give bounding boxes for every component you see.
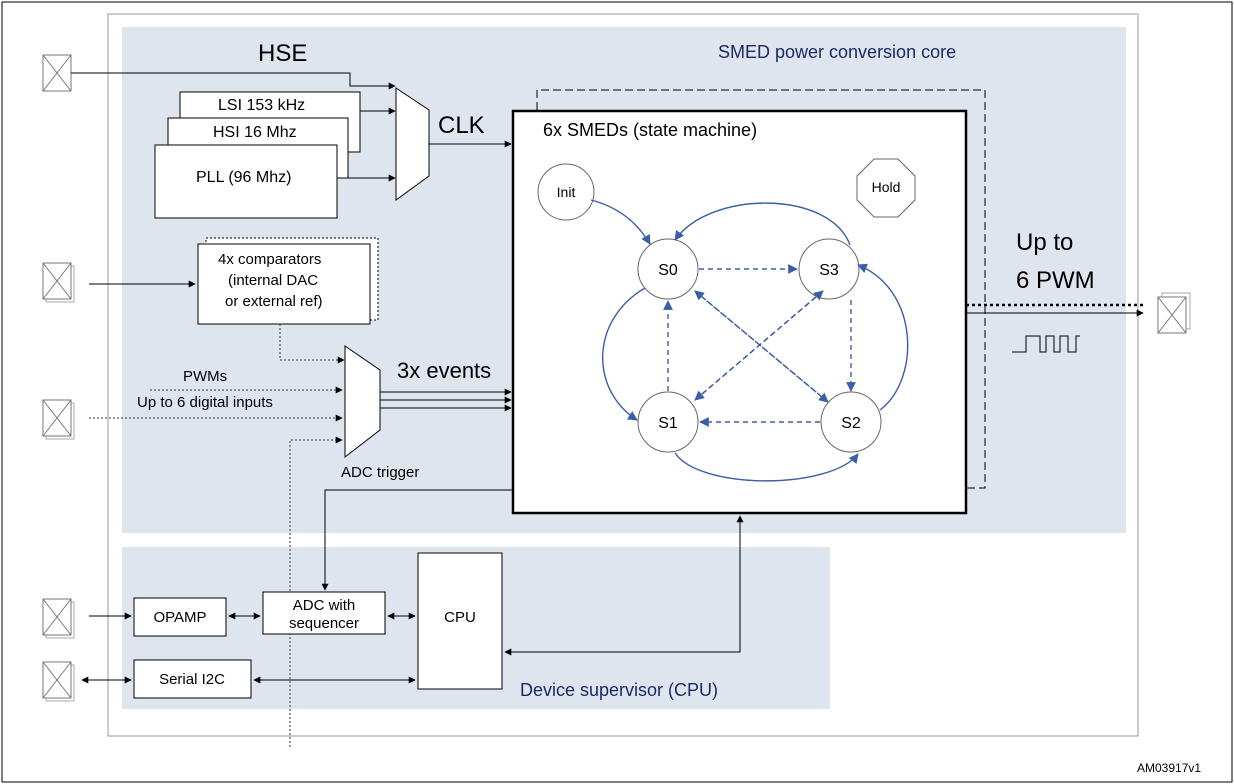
comparators-line-1: 4x comparators <box>218 251 321 268</box>
state-s1 <box>637 391 699 453</box>
pin-pwm-output <box>1157 292 1191 334</box>
pin-opamp <box>42 598 75 639</box>
comparators-box <box>197 243 371 325</box>
comparators-line-2: (internal DAC <box>228 272 318 289</box>
svg-text:S3: S3 <box>819 262 839 279</box>
svg-text:OPAMP: OPAMP <box>153 609 206 626</box>
pin-digital-inputs <box>42 399 75 440</box>
hse-label: HSE <box>258 40 307 67</box>
output-line-1: Up to <box>1016 229 1073 256</box>
event-mux <box>344 345 381 459</box>
pin-i2c <box>42 661 75 702</box>
pin-comparators <box>42 262 75 303</box>
core-region-title: SMED power conversion core <box>718 42 956 62</box>
supervisor-region-title: Device supervisor (CPU) <box>520 680 718 700</box>
state-s2 <box>820 391 882 453</box>
pwms-label: PWMs <box>183 368 227 385</box>
svg-text:PLL (96 Mhz): PLL (96 Mhz) <box>196 169 291 186</box>
pwm-waveform-icon <box>1012 335 1080 353</box>
svg-text:S1: S1 <box>658 415 678 432</box>
i2c-box <box>133 659 252 699</box>
svg-text:ADC with: ADC with <box>293 597 356 614</box>
svg-text:sequencer: sequencer <box>289 615 359 632</box>
digital-inputs-label: Up to 6 digital inputs <box>137 394 273 411</box>
svg-text:LSI 153 kHz: LSI 153 kHz <box>218 97 305 114</box>
adc-trigger-label: ADC trigger <box>341 464 419 481</box>
svg-text:S0: S0 <box>658 262 678 279</box>
svg-text:S2: S2 <box>841 415 861 432</box>
opamp-box <box>133 597 227 637</box>
svg-text:Hold: Hold <box>872 179 901 195</box>
svg-text:Init: Init <box>557 184 576 200</box>
clock-mux <box>395 87 430 201</box>
svg-text:CPU: CPU <box>444 609 476 626</box>
cpu-box <box>417 552 503 690</box>
svg-text:Serial I2C: Serial I2C <box>159 671 225 688</box>
clk-label: CLK <box>438 112 485 139</box>
state-init <box>537 163 595 221</box>
pin-hse <box>42 54 72 92</box>
output-line-2: 6 PWM <box>1016 267 1095 294</box>
state-hold <box>856 158 916 218</box>
svg-text:HSI 16 Mhz: HSI 16 Mhz <box>213 124 297 141</box>
figure-id: AM03917v1 <box>1137 761 1201 775</box>
state-s0 <box>637 238 699 300</box>
pll-box <box>154 144 338 219</box>
adc-box <box>262 591 386 635</box>
events-label: 3x events <box>397 358 491 383</box>
comparators-line-3: or external ref) <box>225 293 323 310</box>
smed-title: 6x SMEDs (state machine) <box>543 120 757 140</box>
